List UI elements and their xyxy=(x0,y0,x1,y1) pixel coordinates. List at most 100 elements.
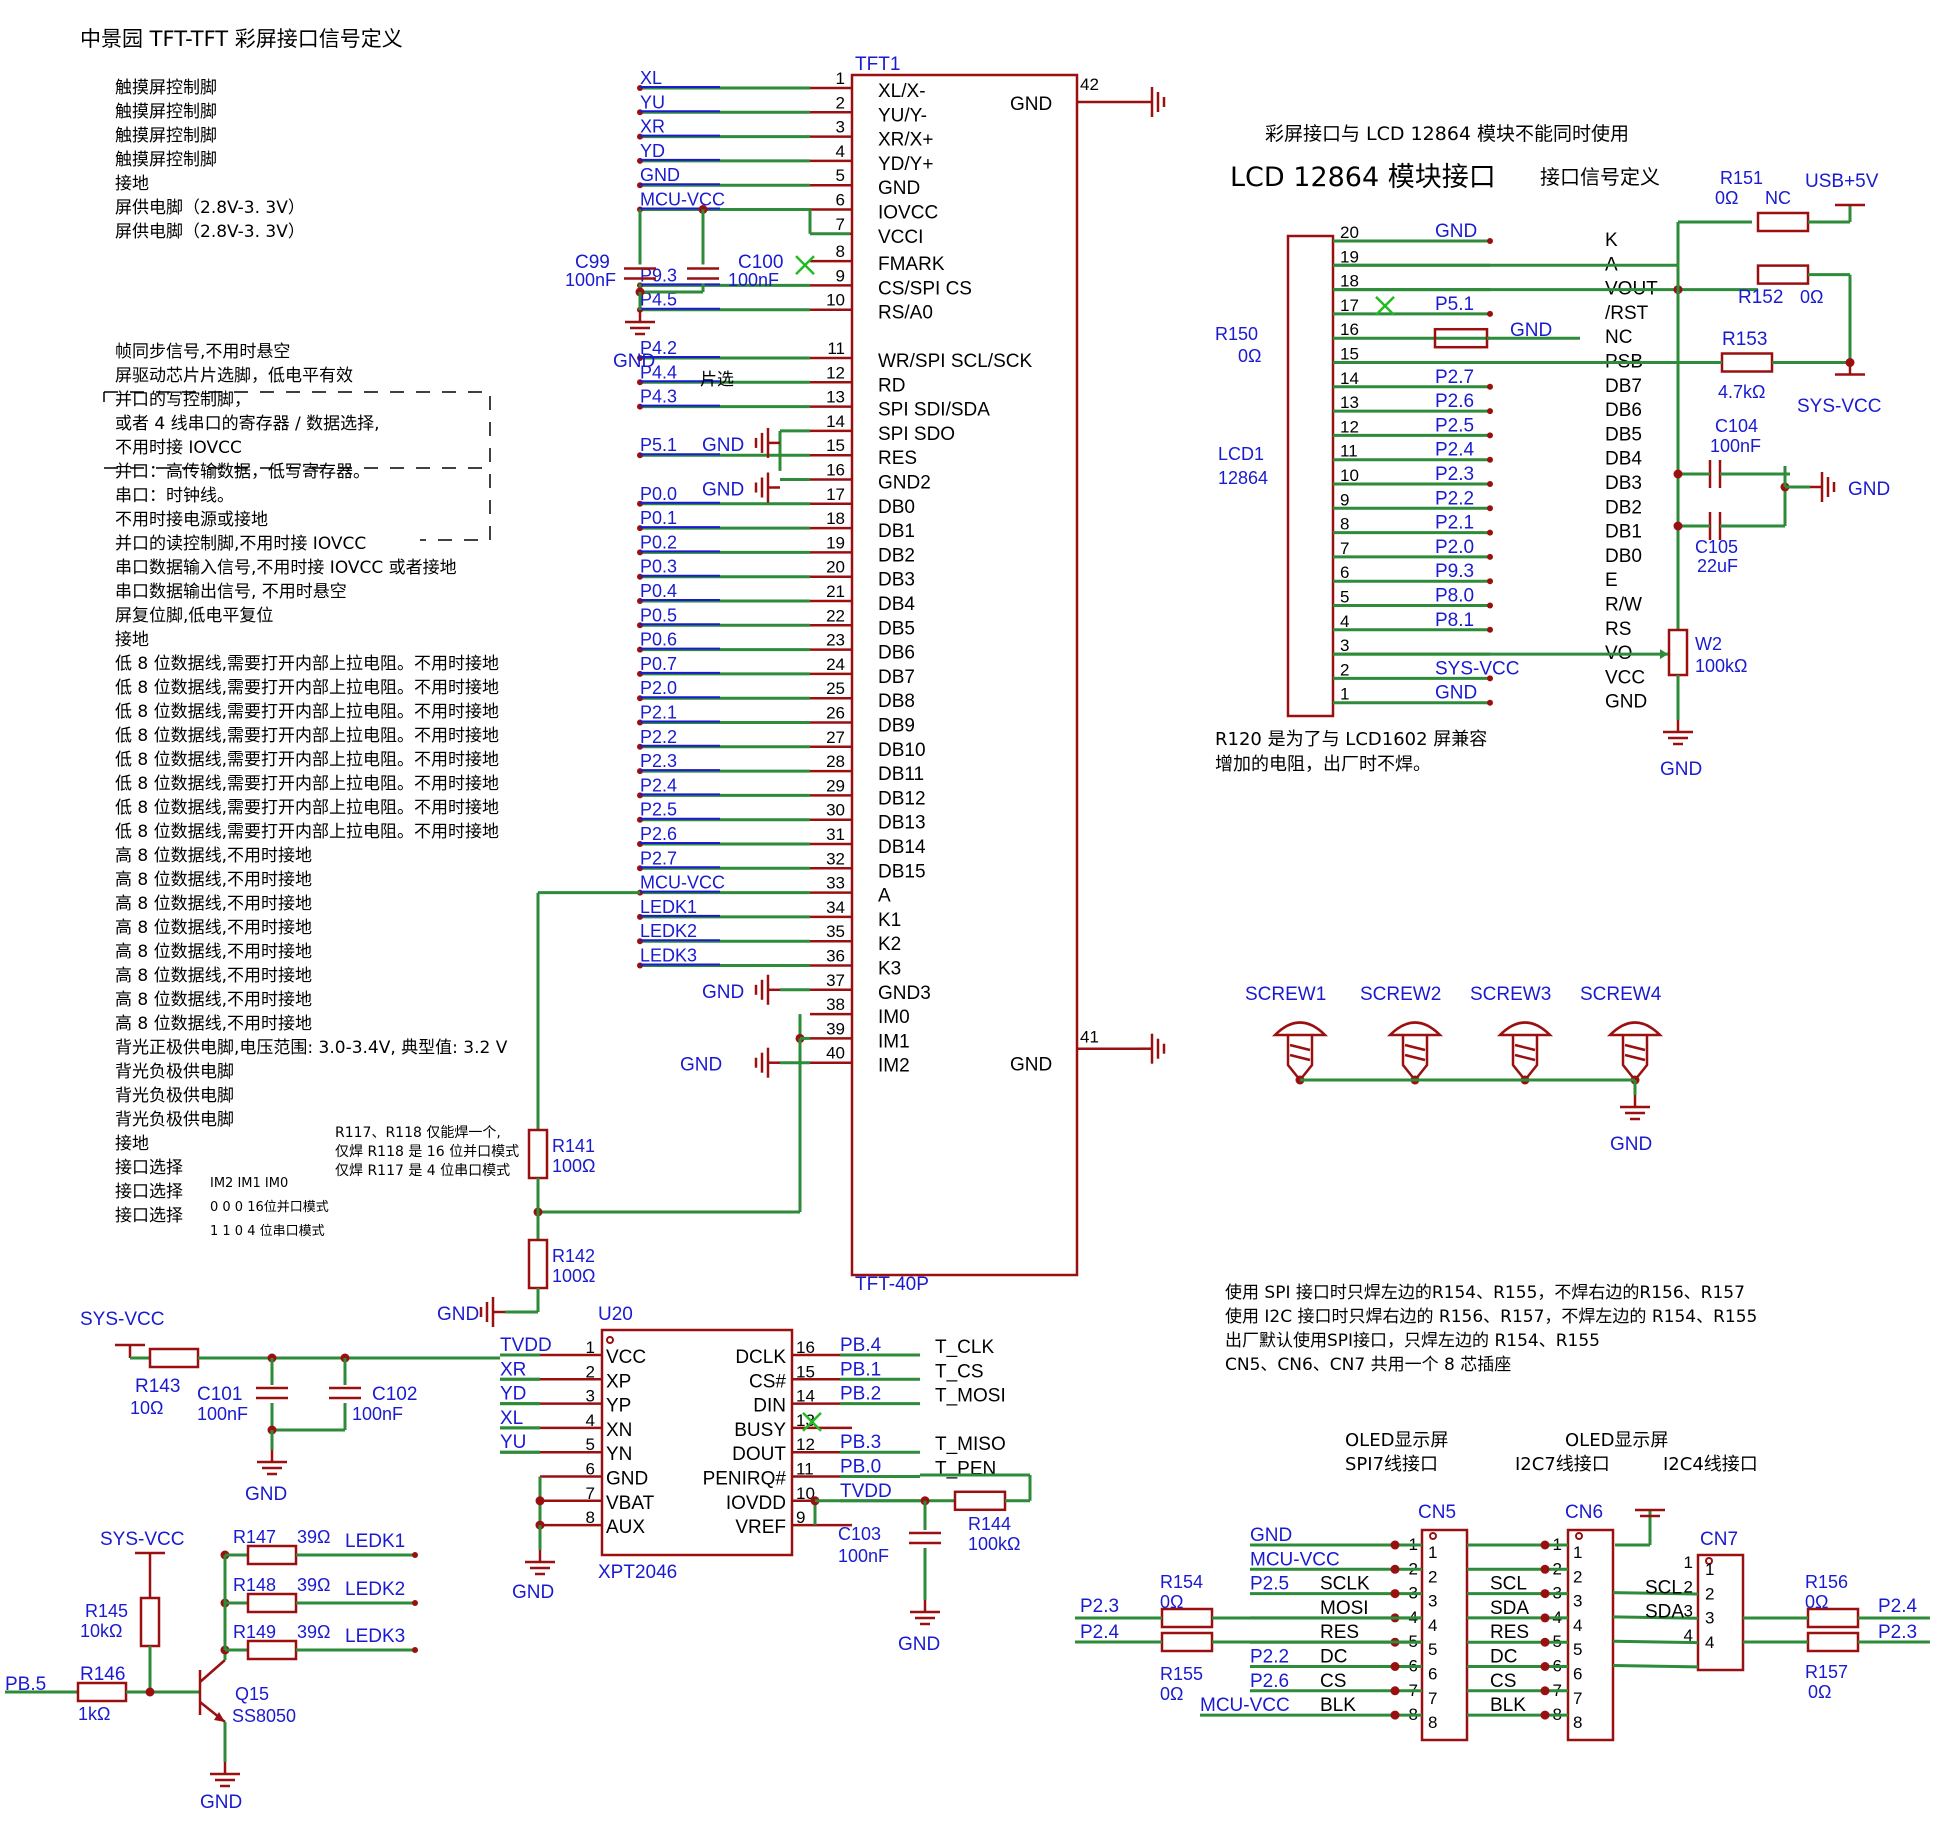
pin-note: 或者 4 线串口的寄存器 / 数据选择, xyxy=(115,414,380,434)
wire xyxy=(1612,1664,1699,1669)
net-port xyxy=(1487,310,1493,317)
net-label: YU xyxy=(500,1432,526,1453)
sysvcc-label: SYS-VCC xyxy=(80,1309,164,1330)
r142-value: 100Ω xyxy=(552,1266,596,1286)
net-port xyxy=(1487,481,1493,487)
net-label: P5.1 xyxy=(640,435,677,455)
tft-pin-name: DB7 xyxy=(878,667,915,688)
cn7-signal: SCL xyxy=(1645,1577,1682,1598)
oled-title: OLED显示屏 xyxy=(1565,1430,1668,1451)
gnd-label: GND xyxy=(702,435,744,456)
sysvcc-label: SYS-VCC xyxy=(100,1529,184,1550)
net-label: P2.5 xyxy=(640,800,677,820)
tft-pin-number: 32 xyxy=(826,849,845,868)
lcd-ref: LCD1 xyxy=(1218,444,1264,464)
r117-note: 仅焊 R118 是 16 位并口模式 xyxy=(335,1144,519,1160)
r148-ref: R148 xyxy=(233,1575,276,1595)
junction-dot xyxy=(1390,1686,1400,1696)
net-label: P0.4 xyxy=(640,581,677,601)
pin-note: 并口的读控制脚,不用时接 IOVCC xyxy=(115,534,366,554)
r117-note: 仅焊 R117 是 4 位串口模式 xyxy=(335,1163,510,1179)
net-label: P0.2 xyxy=(640,532,677,552)
lcd-net: P2.4 xyxy=(1435,440,1475,461)
net-label: XL xyxy=(500,1408,523,1429)
screw-icon xyxy=(1386,1021,1444,1083)
r153-icon xyxy=(1720,352,1774,373)
r146-value: 1kΩ xyxy=(78,1704,110,1724)
wire xyxy=(1612,1615,1699,1620)
pin-note: 串口数据输入信号,不用时接 IOVCC 或者接地 xyxy=(115,558,457,578)
lcd-pin-number: 13 xyxy=(1340,393,1359,412)
tft-pin-name: GND xyxy=(878,178,920,199)
c100-ref: C100 xyxy=(738,252,783,273)
net-label: P4.2 xyxy=(640,338,677,358)
r153-ref: R153 xyxy=(1722,329,1767,350)
tft-pin-number: 12 xyxy=(826,363,845,382)
spi-note: 使用 SPI 接口时只焊左边的R154、R155，不焊右边的R156、R157 xyxy=(1225,1282,1745,1303)
tft-pin-number: 2 xyxy=(836,93,845,112)
lcd-signal: RS xyxy=(1605,619,1631,640)
gnd-label: GND xyxy=(680,1055,722,1076)
sysvcc-label: SYS-VCC xyxy=(1797,396,1881,417)
lcd-net: P2.1 xyxy=(1435,513,1474,534)
screw-label: SCREW4 xyxy=(1580,984,1662,1005)
pin-note: 低 8 位数据线,需要打开内部上拉电阻。不用时接地 xyxy=(115,654,499,674)
xpt-pin-name: GND xyxy=(606,1469,648,1490)
pin-note: 屏复位脚,低电平复位 xyxy=(115,606,273,626)
tft-pin-name: DB14 xyxy=(878,837,926,858)
screw-icon xyxy=(1496,1021,1554,1083)
net-label: MCU-VCC xyxy=(640,873,725,893)
r143-value: 10Ω xyxy=(130,1398,163,1418)
tft-pin-number: 36 xyxy=(826,947,845,966)
r157-ref: R157 xyxy=(1805,1662,1848,1682)
net-label: XL xyxy=(640,68,662,88)
r148-value: 39Ω xyxy=(297,1575,330,1595)
cn5-body xyxy=(1420,1528,1469,1742)
cn7-label: CN7 xyxy=(1700,1529,1738,1550)
xpt-pin-number: 6 xyxy=(586,1460,595,1479)
q15-value: SS8050 xyxy=(232,1706,296,1726)
pin-note: 接口选择 xyxy=(115,1206,183,1226)
xpt-pin-number: 15 xyxy=(796,1362,815,1381)
usb-label: USB+5V xyxy=(1805,171,1879,192)
r148-icon xyxy=(246,1592,298,1614)
pin-note: 高 8 位数据线,不用时接地 xyxy=(115,990,312,1010)
xpt-pin-name: DIN xyxy=(753,1396,786,1417)
cn6-signal: DC xyxy=(1490,1647,1517,1668)
net-label: P2.6 xyxy=(640,824,677,844)
cn6-pin-number: 8 xyxy=(1573,1713,1582,1732)
net-label: P2.3 xyxy=(1878,1622,1917,1643)
xpt-pin-name: IOVDD xyxy=(726,1493,786,1514)
junction-dot xyxy=(1540,1637,1550,1647)
r147-ref: R147 xyxy=(233,1527,276,1547)
r143-icon xyxy=(148,1347,200,1369)
pin-note: 低 8 位数据线,需要打开内部上拉电阻。不用时接地 xyxy=(115,822,499,842)
pin-note: 背光正极供电脚,电压范围: 3.0-3.4V, 典型值: 3.2 V xyxy=(115,1038,508,1058)
net-port xyxy=(1487,553,1493,560)
ledk-label: LEDK2 xyxy=(345,1579,405,1600)
junction-dot xyxy=(1540,1613,1550,1623)
pin-note: 触摸屏控制脚 xyxy=(115,78,217,98)
net-label: P2.1 xyxy=(640,703,677,723)
net-port xyxy=(1487,626,1493,633)
pin1-marker xyxy=(1429,1532,1437,1540)
c103-value: 100nF xyxy=(838,1546,889,1566)
r145-value: 10kΩ xyxy=(80,1621,122,1641)
lcd-net: P2.2 xyxy=(1435,488,1474,509)
gnd-label: GND xyxy=(613,351,655,372)
net-label: YD xyxy=(500,1384,526,1405)
tft-pin-name: FMARK xyxy=(878,254,945,275)
oled-net-label: P2.6 xyxy=(1250,1671,1289,1692)
lcd-signal: NC xyxy=(1605,327,1632,348)
lcd-pin-number: 16 xyxy=(1340,320,1359,339)
tft-pin-number: 19 xyxy=(826,533,845,552)
tft-pin-number: 17 xyxy=(826,485,845,504)
tft-pin-number: 33 xyxy=(826,874,845,893)
r146-icon xyxy=(76,1681,128,1703)
net-label: P0.1 xyxy=(640,508,677,528)
tft-pin-number: 18 xyxy=(826,509,845,528)
lcd-signal: VCC xyxy=(1605,667,1645,688)
oled-title: I2C4线接口 xyxy=(1663,1454,1758,1475)
wire xyxy=(1289,1053,1311,1062)
